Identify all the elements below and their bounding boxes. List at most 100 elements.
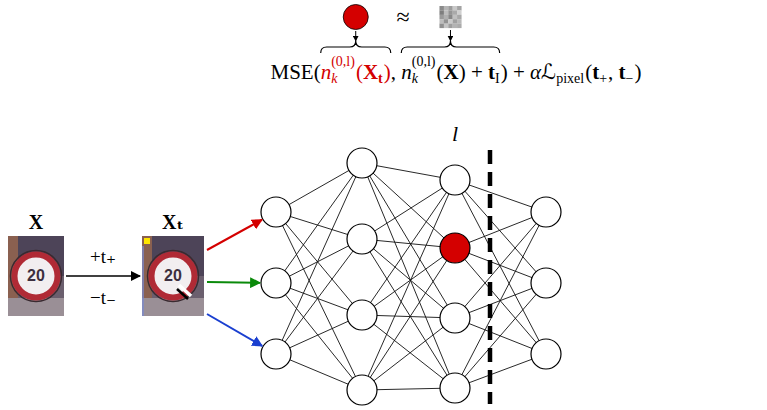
neuron <box>347 375 377 405</box>
formula-term: α <box>530 62 541 83</box>
target-pattern <box>457 24 462 29</box>
neuron <box>347 224 377 254</box>
target-pattern <box>448 19 453 24</box>
network-link <box>362 180 455 239</box>
target-pattern <box>444 15 449 19</box>
pixel-perturbation <box>177 289 188 299</box>
formula-term: ( <box>356 62 363 83</box>
formula-term: + <box>599 72 607 86</box>
perturbation-label: +t₊ <box>90 247 116 266</box>
target-pattern <box>448 6 453 11</box>
formula-term: , <box>391 62 402 83</box>
formula-term: t <box>488 62 495 83</box>
formula-term: (0,l) <box>331 55 355 69</box>
network-link <box>455 248 546 354</box>
formula-term: t <box>619 62 626 83</box>
formula-term: ( <box>436 62 443 83</box>
pixel-perturbation <box>179 285 191 296</box>
formula-term: t <box>378 72 383 86</box>
sign-ring <box>15 255 58 298</box>
pixel-perturbation <box>142 246 144 316</box>
sign-rim <box>148 251 199 302</box>
network-link <box>455 212 546 388</box>
formula-term: pixel <box>556 72 584 86</box>
image-label: X <box>8 210 64 234</box>
target-pattern <box>453 6 458 11</box>
formula-term: X <box>363 62 378 83</box>
image-pixels <box>8 236 64 316</box>
network-link <box>362 318 455 390</box>
formula-term: , <box>608 62 619 83</box>
target-pattern <box>453 10 458 15</box>
target-pattern <box>444 24 449 29</box>
formula-term: ) + <box>501 62 530 83</box>
image-node: Xₜ <box>142 210 204 316</box>
network-link <box>276 239 362 354</box>
network-link <box>455 212 546 318</box>
network-link <box>362 180 455 390</box>
overbrace <box>401 41 499 53</box>
target-pattern <box>444 10 449 15</box>
formula-term: X <box>443 62 458 83</box>
perturbation-label: −t₋ <box>90 288 116 307</box>
target-pattern <box>444 19 449 24</box>
formula: MSE(n(0,l)k(Xt), n(0,l)k(X) + tI) + αℒpi… <box>0 62 767 92</box>
formula-term: ℒ <box>541 62 556 83</box>
neuron <box>531 268 561 298</box>
sign-ring <box>152 255 195 298</box>
neuron <box>261 339 291 369</box>
network-link <box>276 163 362 354</box>
target-pattern <box>439 6 444 11</box>
formula-term: ) <box>634 62 641 83</box>
pointer-arrow <box>355 31 356 41</box>
image-pixels <box>8 298 64 316</box>
formula-term: k <box>412 72 418 86</box>
input-arrow <box>207 281 260 284</box>
approx-symbol: ≈ <box>397 5 410 29</box>
neuron <box>261 197 291 227</box>
sign-rim <box>11 251 62 302</box>
neuron <box>531 339 561 369</box>
connector <box>66 275 140 277</box>
formula-term: t <box>592 62 599 83</box>
input-arrow <box>207 220 262 250</box>
image-label: Xₜ <box>142 210 204 234</box>
target-pattern <box>457 6 462 11</box>
network-link <box>276 163 362 283</box>
formula-term: n <box>321 62 332 83</box>
neuron <box>440 233 470 263</box>
pointer-arrow <box>450 30 451 41</box>
layer-label: l <box>452 123 458 145</box>
formula-term: k <box>331 72 337 86</box>
neuron <box>440 303 470 333</box>
neuron <box>347 300 377 330</box>
input-image <box>8 236 64 316</box>
neuron <box>440 165 470 195</box>
formula-term: n <box>401 62 412 83</box>
target-pattern <box>453 24 458 29</box>
neuron <box>261 268 291 298</box>
network-link <box>455 283 546 388</box>
image-node: X <box>8 210 64 316</box>
formula-term: MSE( <box>271 62 321 83</box>
target-pattern <box>457 15 462 19</box>
target-pattern <box>453 15 458 19</box>
input-arrow <box>207 314 262 346</box>
target-pattern <box>439 10 444 15</box>
formula-term: ( <box>585 62 592 83</box>
target-pattern <box>448 10 453 15</box>
formula-term: I <box>495 72 500 86</box>
formula-term: − <box>626 72 634 86</box>
network-link <box>362 315 455 388</box>
target-pattern <box>457 10 462 15</box>
cut-line <box>488 150 493 404</box>
formula-term: (0,l) <box>412 55 436 69</box>
network-link <box>362 248 455 315</box>
neuron-activation <box>343 5 368 30</box>
target-pattern <box>453 19 458 24</box>
neuron <box>531 197 561 227</box>
